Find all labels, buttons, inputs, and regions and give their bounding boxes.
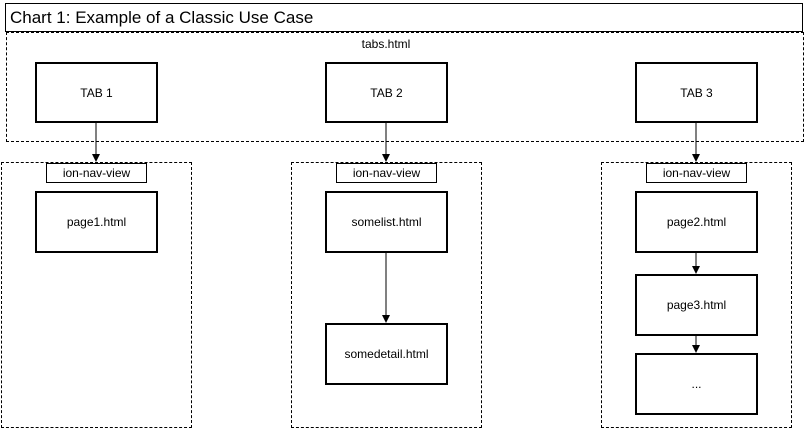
somelist-box: somelist.html (325, 191, 448, 253)
tab-3-box: TAB 3 (635, 62, 758, 123)
tab-2-box: TAB 2 (325, 62, 448, 123)
ellipsis-box: ... (635, 353, 758, 415)
tabs-container-label: tabs.html (361, 37, 411, 51)
nav-view-2-label: ion-nav-view (336, 163, 437, 183)
somedetail-box: somedetail.html (325, 323, 448, 385)
nav-view-2-container (291, 162, 482, 428)
tab-1-box: TAB 1 (35, 62, 158, 123)
nav-view-3-container (601, 162, 792, 428)
nav-view-3-label: ion-nav-view (646, 163, 747, 183)
diagram-title: Chart 1: Example of a Classic Use Case (5, 3, 803, 32)
nav-view-1-container (1, 162, 192, 428)
page1-box: page1.html (35, 191, 158, 253)
page2-box: page2.html (635, 191, 758, 253)
page3-box: page3.html (635, 274, 758, 336)
nav-view-1-label: ion-nav-view (46, 163, 147, 183)
tabs-container (6, 32, 804, 142)
